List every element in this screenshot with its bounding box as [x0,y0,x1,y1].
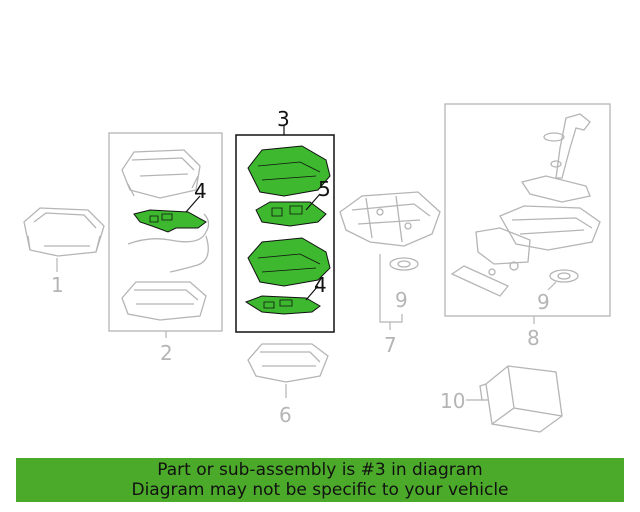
part-3-cushion-top[interactable] [247,145,331,197]
part-2-frame[interactable] [121,281,207,321]
callout-7: 7 [384,333,397,357]
callout-6: 6 [279,403,292,427]
part-5-mat[interactable] [255,201,327,227]
part-7-seat-frame[interactable] [339,191,441,247]
part-1-seat-cover[interactable] [23,207,105,257]
callout-8: 8 [527,326,540,350]
leader-4-left [185,195,201,213]
leader-7-9-bracket [379,254,403,330]
callout-3: 3 [277,107,290,131]
callout-9-left: 9 [395,288,408,312]
part-4-heater-mat-left[interactable] [133,209,207,233]
callout-10: 10 [440,389,465,413]
callout-2: 2 [160,341,173,365]
group-3-box [235,134,335,333]
callout-9-right: 9 [537,290,550,314]
callout-1: 1 [51,273,64,297]
leader-4-right [305,285,319,301]
part-10-control-module[interactable] [479,365,563,433]
group-8-box [444,103,611,317]
part-4-heater-mat-right[interactable] [244,295,321,315]
part-9-bracket-left[interactable] [389,257,419,271]
part-9-bracket-right[interactable] [549,269,579,283]
banner-line-1: Part or sub-assembly is #3 in diagram [157,460,483,480]
part-6-frame[interactable] [247,343,329,383]
leader-9-right [547,281,557,291]
leader-5 [305,193,321,211]
info-banner: Part or sub-assembly is #3 in diagram Di… [16,458,624,502]
part-8-components[interactable] [450,113,601,297]
callout-4-left: 4 [194,179,207,203]
part-2-cushion-pad[interactable] [121,149,201,199]
part-3-cushion-bottom[interactable] [247,237,331,287]
callout-5: 5 [318,177,331,201]
banner-line-2: Diagram may not be specific to your vehi… [131,480,509,500]
callout-4-right: 4 [314,273,327,297]
part-2-wire [127,213,210,273]
